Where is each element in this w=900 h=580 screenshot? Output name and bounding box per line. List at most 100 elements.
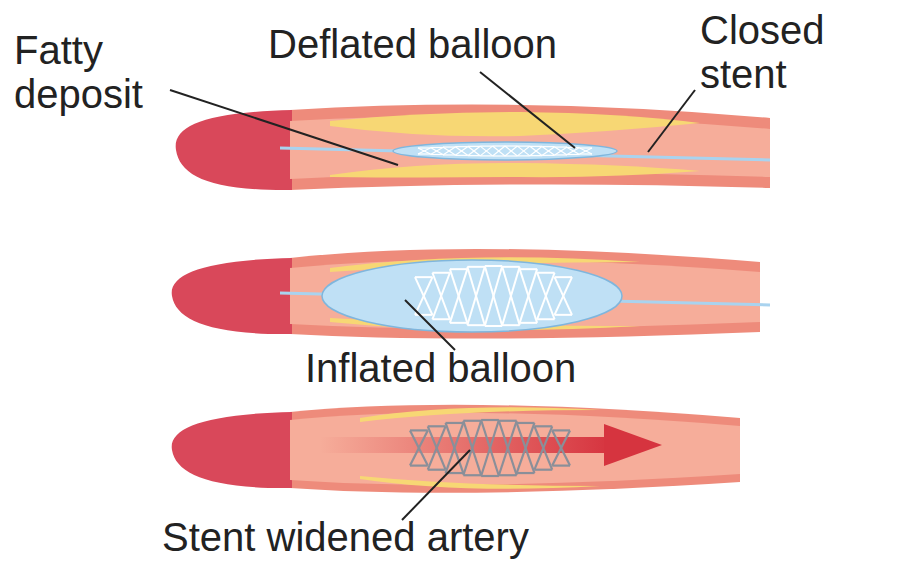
stent-expanding [415, 266, 572, 326]
stent-strut [530, 146, 542, 155]
stent-strut [552, 430, 570, 465]
stent-strut [517, 472, 535, 474]
stent-strut [485, 266, 502, 326]
stent-strut [443, 146, 455, 147]
stent-strut [567, 154, 579, 155]
artery-widened [172, 405, 740, 493]
stent-strut [499, 421, 517, 475]
stent-strut [463, 421, 481, 475]
stent-strut [520, 269, 537, 323]
stent-strut [410, 464, 428, 466]
stent-strut [502, 267, 519, 325]
stent-strut [499, 421, 517, 475]
stent-strut [555, 314, 572, 316]
stent-strut [410, 430, 428, 465]
stent-strut [517, 155, 529, 156]
stent-strut [467, 324, 484, 326]
stent-strut [432, 318, 449, 320]
stent-strut [481, 419, 499, 421]
stent-strut [580, 148, 592, 154]
stent-strut [537, 273, 554, 320]
stent-strut [455, 155, 467, 156]
part-label: Fatty deposit [14, 28, 184, 116]
stent-strut [430, 148, 442, 155]
stent-strut [517, 146, 529, 156]
stent-open [410, 420, 570, 476]
stent-strut [455, 147, 467, 156]
stent-strut [415, 277, 432, 315]
stent-strut [415, 276, 432, 278]
stent-strut [455, 147, 467, 156]
stent-strut [555, 146, 567, 147]
artery-blocked [176, 105, 770, 190]
stent-strut [517, 146, 529, 156]
stent-strut [530, 146, 542, 147]
stent-strut [430, 154, 442, 155]
stent-strut [555, 154, 567, 155]
leader-lines [170, 72, 695, 520]
stent-strut [542, 155, 554, 156]
stent-strut [534, 469, 552, 471]
stent-strut [552, 464, 570, 466]
stent-strut [534, 426, 552, 469]
stent-strut [493, 155, 505, 156]
stent-strut [450, 269, 467, 323]
stent-strut [534, 426, 552, 469]
stent-strut [443, 154, 455, 155]
stent-strut [580, 147, 592, 148]
stent-strut [480, 155, 492, 156]
stent-strut [502, 266, 519, 268]
stent-strut [517, 423, 535, 473]
stent-strut [463, 474, 481, 476]
part-label: Closed stent [700, 8, 860, 96]
stent-strut [517, 146, 529, 147]
stent-strut [481, 420, 499, 476]
stent-strut [468, 146, 480, 155]
stent-strut [502, 267, 519, 325]
part-label: Stent widened artery [162, 515, 622, 559]
stent-strut [505, 145, 517, 146]
stent-strut [480, 146, 492, 156]
stent-strut [418, 153, 430, 154]
stent-strut [450, 268, 467, 270]
stent-strut [493, 146, 505, 156]
stent-strut [430, 148, 442, 155]
stent-strut [428, 426, 446, 469]
stent-strut [517, 422, 535, 424]
stent-strut [428, 469, 446, 471]
stent-strut [432, 273, 449, 320]
stent-strut [430, 147, 442, 148]
stent-strut [567, 148, 579, 155]
stent-strut [537, 318, 554, 320]
stent-strut [415, 314, 432, 316]
stent-strut [432, 272, 449, 274]
stent-strut [468, 146, 480, 147]
stent-strut [481, 475, 499, 477]
stent-strut [467, 266, 484, 268]
stent-strut [446, 422, 464, 424]
stent-strut [485, 325, 502, 327]
stent-strut [520, 269, 537, 323]
stent-strut [410, 429, 428, 431]
stent-strut [443, 147, 455, 155]
stent-strut [552, 429, 570, 431]
stent-strut [418, 148, 430, 154]
stent-strut [530, 155, 542, 156]
stent-strut [555, 147, 567, 155]
stent-strut [580, 153, 592, 154]
stent-strut [410, 430, 428, 465]
stent-strut [468, 155, 480, 156]
stent-strut [428, 425, 446, 427]
stent-strut [450, 322, 467, 324]
stent-strut [463, 420, 481, 422]
stent-strut [555, 276, 572, 278]
stent-strut [415, 277, 432, 315]
stent-strut [493, 146, 505, 156]
stent-strut [499, 474, 517, 476]
stent-strut [567, 148, 579, 155]
stent-strut [537, 272, 554, 274]
part-label: Deflated balloon [268, 22, 628, 66]
stent-strut [485, 265, 502, 267]
stent-strut [537, 273, 554, 320]
